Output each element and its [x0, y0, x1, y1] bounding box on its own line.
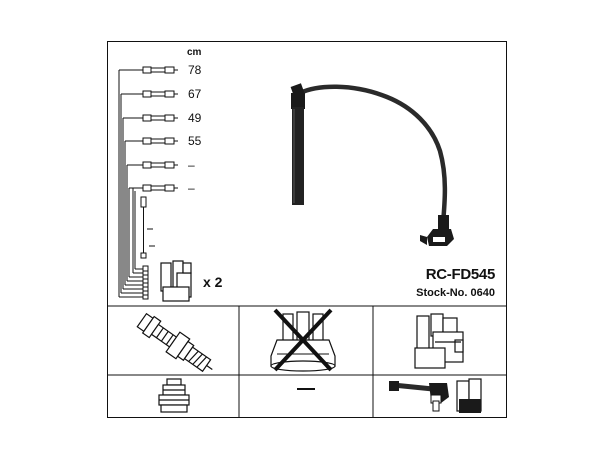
spark-plug-boot-icon [158, 378, 190, 413]
coil-connector-icon [389, 378, 482, 413]
spark-plug-icon [136, 312, 213, 373]
length-label-4: 55 [188, 134, 202, 148]
distributor-cap-crossed-icon [270, 308, 336, 372]
length-label-6: – [188, 181, 195, 195]
model-number: RC-FD545 [425, 266, 496, 283]
length-label-2: 67 [188, 87, 202, 101]
quantity-label: x 2 [203, 274, 223, 290]
empty-cell-mark: — [297, 388, 315, 390]
length-label-1: 78 [188, 63, 202, 77]
sheet-drawing [107, 41, 507, 418]
length-label-3: 49 [188, 111, 202, 125]
ignition-cable-icon [290, 83, 454, 246]
stock-number: Stock-No. 0640 [416, 287, 495, 299]
ignition-coil-icon [414, 313, 464, 369]
unit-label: cm [187, 47, 202, 58]
cable-set-schematic-icon [118, 66, 192, 302]
length-label-5: – [188, 158, 195, 172]
product-sheet: cm 78 67 49 55 – – x 2 RC-FD545 Stock-No… [107, 41, 507, 418]
outer-frame [107, 41, 507, 418]
